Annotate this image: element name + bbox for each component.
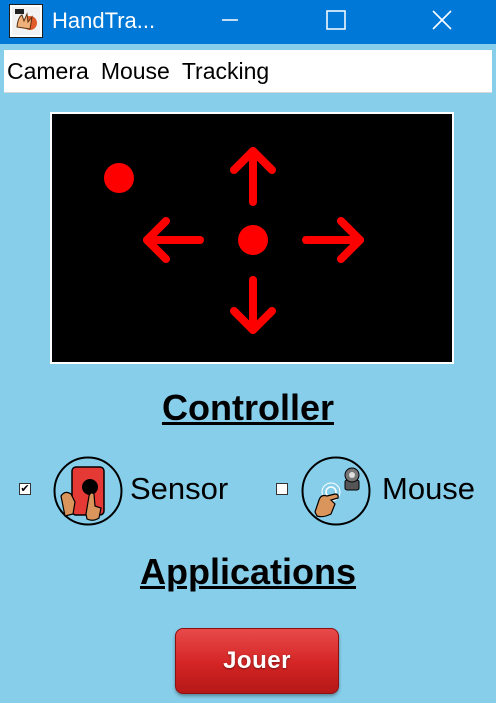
handtracker-app-icon: [9, 4, 43, 38]
arrow-right-icon: [302, 217, 364, 263]
applications-heading: Applications: [139, 551, 357, 592]
minimize-button[interactable]: [200, 0, 260, 44]
jouer-button[interactable]: Jouer: [175, 628, 339, 694]
window-title: HandTra...: [52, 8, 156, 33]
mouse-checkbox[interactable]: [276, 483, 288, 495]
sensor-checkbox[interactable]: ✔: [19, 483, 31, 495]
menu-tracking[interactable]: Tracking: [181, 58, 270, 84]
close-icon: [432, 10, 452, 30]
menu-mouse[interactable]: Mouse: [100, 58, 170, 84]
center-dot-icon: [238, 225, 268, 255]
tracking-dot-icon: [104, 163, 134, 193]
maximize-icon: [326, 10, 346, 30]
sensor-label: Sensor: [130, 471, 229, 506]
mouse-label: Mouse: [382, 471, 476, 506]
hand-webcam-mouse-icon[interactable]: [301, 456, 371, 526]
arrow-left-icon: [143, 217, 204, 263]
title-bar[interactable]: HandTra...: [0, 0, 496, 44]
arrow-down-icon: [230, 276, 276, 334]
menu-camera[interactable]: Camera: [7, 58, 89, 84]
hand-tablet-touch-icon[interactable]: [53, 456, 123, 526]
menu-bar: Camera Mouse Tracking: [4, 50, 492, 93]
minimize-icon: [222, 19, 238, 21]
arrow-up-icon: [230, 147, 276, 206]
camera-view[interactable]: [50, 112, 454, 364]
controller-heading: Controller: [161, 387, 334, 428]
close-button[interactable]: [412, 0, 472, 44]
maximize-button[interactable]: [306, 0, 366, 44]
